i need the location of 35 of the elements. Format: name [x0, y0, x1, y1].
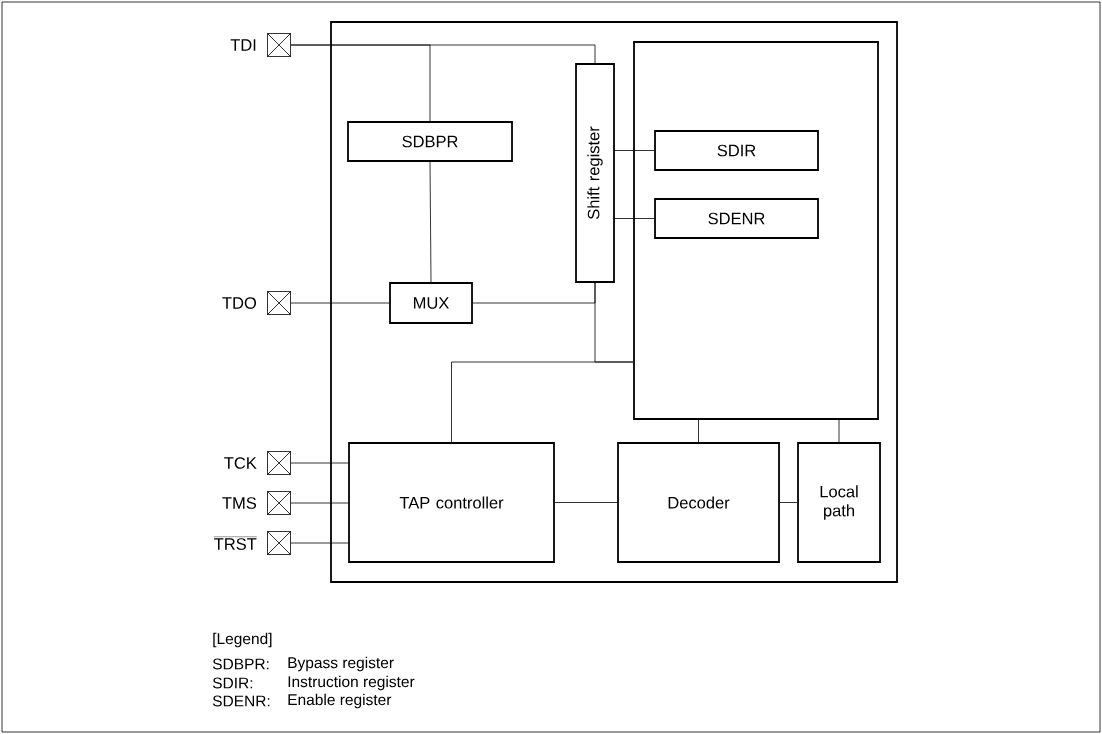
legend-text: Instruction register [288, 675, 415, 691]
pin-label: TMS [222, 497, 257, 509]
path-box: Local path [797, 442, 881, 563]
legend-text: Enable register [288, 693, 392, 709]
mux-box: MUX [389, 282, 473, 324]
connector-line [290, 542, 349, 544]
connector-line [290, 44, 431, 122]
chip-outline [330, 21, 898, 583]
connector-line [614, 218, 655, 219]
connector-line [838, 419, 840, 443]
legend-text: SDENR: [212, 695, 270, 707]
register-box: SDBPR [347, 121, 513, 162]
pin-label: TCK [224, 457, 257, 469]
register-box: SDENR [654, 198, 819, 239]
controller-box: TAP controller [348, 442, 555, 563]
decoder-box: Decoder [617, 442, 780, 563]
register-box: SDIR [654, 130, 819, 171]
register-box: Shift register [575, 63, 615, 283]
legend-text: SDBPR: [212, 658, 269, 670]
legend-text: SDIR: [212, 677, 253, 689]
connector-line [779, 502, 798, 503]
connector-line [554, 502, 618, 503]
block-box [633, 41, 879, 420]
pin-label: TDO [222, 297, 256, 309]
connector-line [290, 502, 349, 504]
pin-label: TDI [230, 39, 256, 51]
connector-line [614, 150, 655, 151]
pin-label: TRST [213, 536, 257, 550]
legend-text: [Legend] [213, 632, 272, 648]
connector-line [451, 361, 634, 443]
connector-line [429, 161, 432, 283]
legend-text: Bypass register [288, 656, 394, 672]
connector-line [698, 419, 699, 443]
connector-line [290, 462, 349, 464]
connector-line [290, 302, 390, 304]
